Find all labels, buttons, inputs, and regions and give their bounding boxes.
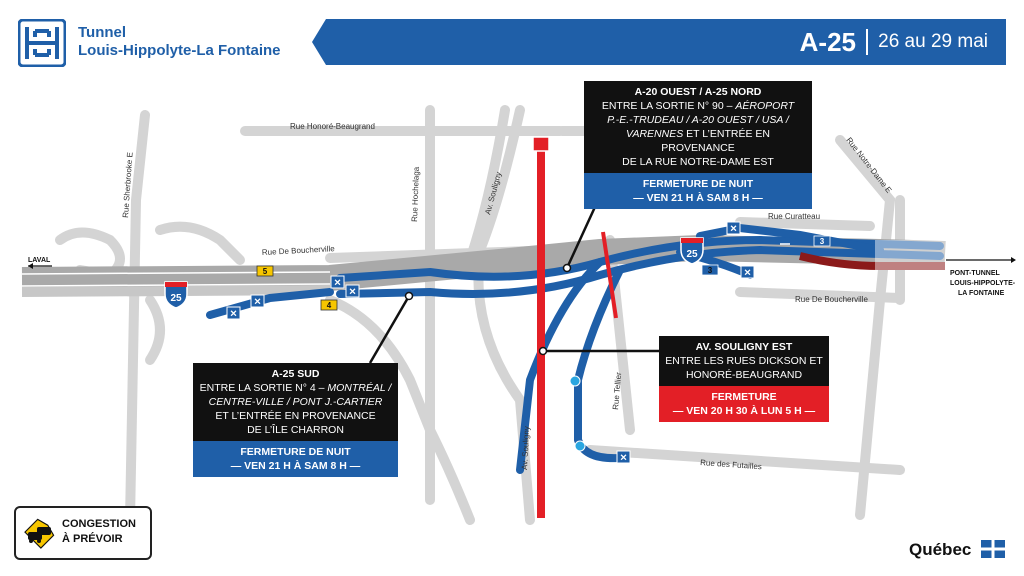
notice-description: A-20 OUEST / A-25 NORD ENTRE LA SORTIE N… xyxy=(584,81,812,173)
closure-marker-top xyxy=(532,136,550,152)
ramp-closure xyxy=(601,231,618,319)
exit-number: 3 xyxy=(708,266,713,275)
shield-number: 25 xyxy=(686,249,698,260)
exit-number: 4 xyxy=(327,301,332,310)
header-separator xyxy=(866,29,868,55)
exit-tab xyxy=(813,235,831,247)
notice-a25-sud: A-25 SUD ENTRE LA SORTIE N° 4 – MONTRÉAL… xyxy=(193,363,398,477)
svg-text:✕: ✕ xyxy=(349,287,357,297)
street-label-souligny-bottom: Av. Souligny xyxy=(520,426,531,470)
svg-text:✕: ✕ xyxy=(744,268,752,278)
x-marker: ✕ xyxy=(226,306,241,320)
pointer-dot-a20 xyxy=(562,263,572,273)
congestion-text: CONGESTION À PRÉVOIR xyxy=(62,517,148,547)
closure-schedule: — VEN 20 H 30 À LUN 5 H — xyxy=(672,405,816,417)
blue-lane-arrows xyxy=(509,243,790,286)
highway-title: A-25 xyxy=(799,27,856,57)
notice-line-italic: AÉROPORT xyxy=(735,100,795,112)
notice-description: A-25 SUD ENTRE LA SORTIE N° 4 – MONTRÉAL… xyxy=(193,363,398,441)
destination-pont-tunnel-3: LA FONTAINE xyxy=(958,290,1005,297)
lane-marker xyxy=(574,440,586,452)
destination-laval: LAVAL xyxy=(28,257,51,264)
x-marker: ✕ xyxy=(250,294,265,308)
closure-schedule: — VEN 21 H À SAM 8 H — xyxy=(230,460,361,472)
closure-banner: FERMETURE — VEN 20 H 30 À LUN 5 H — xyxy=(659,386,829,422)
closed-ramp-markers: ✕ ✕ ✕ ✕ ✕ ✕ ✕ xyxy=(226,221,755,464)
notice-line: HONORÉ-BEAUGRAND xyxy=(685,369,803,381)
notice-a20-a25-nord: A-20 OUEST / A-25 NORD ENTRE LA SORTIE N… xyxy=(584,81,812,209)
notice-line: DE LA RUE NOTRE-DAME EST xyxy=(622,156,774,168)
pointer-dot-a25 xyxy=(404,291,414,301)
congestion-warning-icon xyxy=(24,518,55,549)
shield-number: 25 xyxy=(170,293,182,304)
destination-pont-tunnel-1: PONT-TUNNEL xyxy=(950,270,1001,277)
notice-line-italic: CENTRE-VILLE / PONT J.-CARTIER xyxy=(208,396,383,408)
notice-line: ET L’ENTRÉE EN PROVENANCE xyxy=(661,128,770,154)
closure-schedule: — VEN 21 H À SAM 8 H — xyxy=(633,192,763,204)
closure-banner: FERMETURE DE NUIT — VEN 21 H À SAM 8 H — xyxy=(584,173,812,209)
notice-line: ET L’ENTRÉE EN PROVENANCE xyxy=(215,410,376,422)
notice-souligny-est: AV. SOULIGNY EST ENTRE LES RUES DICKSON … xyxy=(659,336,829,422)
notice-line-italic: VARENNES xyxy=(626,128,684,140)
closure-banner: FERMETURE DE NUIT — VEN 21 H À SAM 8 H — xyxy=(193,441,398,477)
notice-line-italic: P.-E.-TRUDEAU / A-20 OUEST / USA / xyxy=(607,114,789,126)
exit-number: 5 xyxy=(263,267,268,276)
congestion-legend: CONGESTION À PRÉVOIR xyxy=(14,506,152,560)
tunnel-arrowhead-icon xyxy=(1011,257,1016,263)
closure-type: FERMETURE DE NUIT xyxy=(642,178,754,190)
notice-line: DE L’ÎLE CHARRON xyxy=(247,424,344,436)
pointer-dot-souligny xyxy=(538,346,548,356)
brand-name-line1: Tunnel xyxy=(78,24,127,41)
exit-tab xyxy=(701,264,719,276)
svg-text:✕: ✕ xyxy=(254,297,262,307)
street-label-futailles: Rue des Futailles xyxy=(700,458,762,471)
x-marker: ✕ xyxy=(330,275,345,289)
exit-tab xyxy=(256,265,274,277)
exit-number: 3 xyxy=(820,237,825,246)
closure-type: FERMETURE DE NUIT xyxy=(240,446,351,458)
notice-title: AV. SOULIGNY EST xyxy=(695,341,793,353)
svg-text:✕: ✕ xyxy=(230,309,238,319)
a25-shield-icon: 25 xyxy=(680,237,704,265)
congestion-line2: À PRÉVOIR xyxy=(62,533,123,545)
x-marker: ✕ xyxy=(345,284,360,298)
street-label-notre-dame: Rue Notre-Dame E xyxy=(844,136,893,195)
tunnel-portal xyxy=(875,240,945,270)
congestion-line1: CONGESTION xyxy=(62,518,136,530)
quebec-wordmark: Québec xyxy=(909,540,972,559)
notice-title: A-20 OUEST / A-25 NORD xyxy=(634,86,762,98)
svg-text:✕: ✕ xyxy=(620,453,628,463)
quebec-flag-icon xyxy=(981,540,1005,558)
x-marker: ✕ xyxy=(726,221,741,235)
street-label-curatteau: Rue Curatteau xyxy=(768,212,820,221)
exit-tab xyxy=(320,299,338,311)
notice-line: ENTRE LES RUES DICKSON ET xyxy=(665,355,823,367)
brand-name-line2: Louis-Hippolyte-La Fontaine xyxy=(78,42,281,59)
notice-title: A-25 SUD xyxy=(271,368,320,380)
date-range: 26 au 29 mai xyxy=(878,31,988,52)
notice-line: ENTRE LA SORTIE N° 4 – xyxy=(199,382,325,394)
destination-pont-tunnel-2: LOUIS-HIPPOLYTE- xyxy=(950,280,1016,287)
street-label-honore-beaugrand: Rue Honoré-Beaugrand xyxy=(290,122,375,131)
laval-arrowhead-icon xyxy=(28,263,33,269)
closure-type: FERMETURE xyxy=(711,391,777,403)
street-label-hochelaga: Rue Hochelaga xyxy=(410,166,421,222)
header-bar: A-25 26 au 29 mai xyxy=(312,19,1006,65)
notice-line-italic: MONTRÉAL / xyxy=(327,382,392,394)
street-label-de-boucherville-right: Rue De Boucherville xyxy=(795,295,868,304)
notice-line: ENTRE LA SORTIE N° 90 – xyxy=(601,100,733,112)
tunnel-logo-icon xyxy=(18,19,66,67)
svg-text:✕: ✕ xyxy=(730,224,738,234)
x-marker: ✕ xyxy=(740,265,755,279)
a25-shield-icon: 25 xyxy=(164,281,188,309)
street-label-de-boucherville-left: Rue De Boucherville xyxy=(262,244,336,257)
lane-marker xyxy=(569,375,581,387)
street-label-tellier: Rue Tellier xyxy=(611,372,623,411)
tunnel-approach xyxy=(799,252,945,270)
svg-text:✕: ✕ xyxy=(334,278,342,288)
notice-description: AV. SOULIGNY EST ENTRE LES RUES DICKSON … xyxy=(659,336,829,386)
x-marker: ✕ xyxy=(616,450,631,464)
